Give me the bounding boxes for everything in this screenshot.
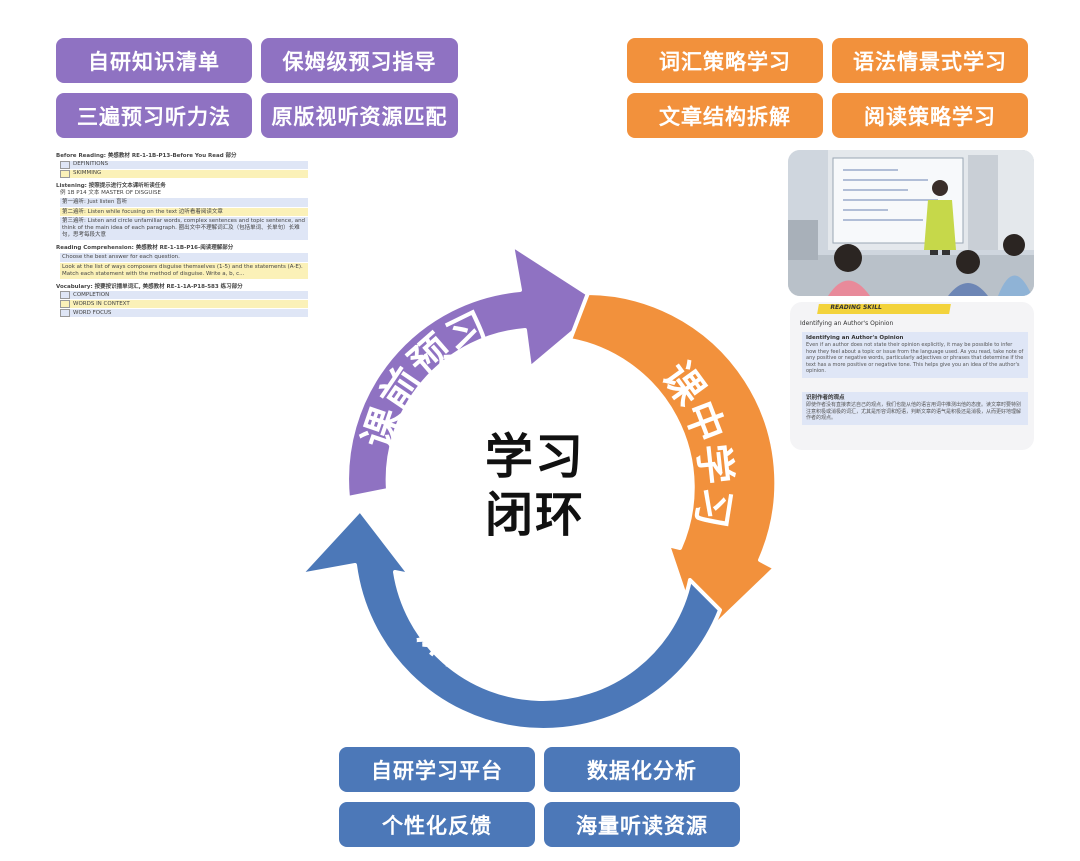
post-tag-3[interactable]: 个性化反馈 (339, 802, 535, 847)
in-tag-4[interactable]: 阅读策略学习 (832, 93, 1028, 138)
reading-skill-chinese-text: 即使作者没有直接表达自己的观点，我们也能从他的语言用词中推测出他的态度。读文章时… (806, 402, 1022, 422)
doc-paragraph: Look at the list of ways composers disgu… (60, 262, 308, 279)
doc-row: WORD FOCUS (60, 309, 308, 318)
stage-label-in: 课中学习 (653, 354, 739, 530)
preview-worksheet: Before Reading: 美感教材 RE-1-1B-P13-Before … (56, 148, 308, 360)
doc-paragraph: 第三遍听: Listen and circle unfamiliar words… (60, 217, 308, 240)
doc-paragraph: Choose the best answer for each question… (60, 252, 308, 262)
doc-section-before-reading: Before Reading: 美感教材 RE-1-1B-P13-Before … (56, 153, 237, 159)
post-tag-1[interactable]: 自研学习平台 (339, 747, 535, 792)
pre-tag-4[interactable]: 原版视听资源匹配 (261, 93, 458, 138)
center-title: 学习 闭环 (465, 428, 605, 544)
classroom-photo (788, 150, 1034, 296)
reading-skill-header: READING SKILL (817, 304, 951, 314)
reading-skill-english-block: Identifying an Author's Opinion Even if … (802, 332, 1028, 378)
doc-row: COMPLETION (60, 291, 308, 300)
in-tag-1[interactable]: 词汇策略学习 (627, 38, 823, 83)
doc-row: SKIMMING (60, 169, 308, 178)
classroom-photo-illustration (788, 150, 1034, 296)
in-tag-2[interactable]: 语法情景式学习 (832, 38, 1028, 83)
doc-section-listening: Listening: 按照提示进行文本课听听读任务 (56, 182, 166, 189)
doc-paragraph: 第一遍听: Just listen 盲听 (60, 197, 308, 207)
post-tag-2[interactable]: 数据化分析 (544, 747, 740, 792)
reading-skill-card: READING SKILL Identifying an Author's Op… (790, 302, 1034, 450)
doc-row: WORDS IN CONTEXT (60, 300, 308, 309)
pre-tag-2[interactable]: 保姆级预习指导 (261, 38, 458, 83)
center-title-line-1: 学习 (484, 429, 585, 485)
doc-row: DEFINITIONS (60, 160, 308, 169)
reading-skill-english-text: Even if an author does not state their o… (806, 342, 1024, 375)
doc-section-reading: Reading Comprehension: 美感教材 RE-1-1B-P16-… (56, 245, 234, 251)
reading-skill-title: Identifying an Author's Opinion (800, 320, 894, 327)
reading-skill-chinese-heading: 识别作者的观点 (806, 395, 845, 401)
doc-subtitle: 例 1B P14 文本 MASTER OF DISGUISE (60, 189, 161, 196)
stage-label-post: 课后复习 (407, 608, 562, 694)
pre-tag-1[interactable]: 自研知识清单 (56, 38, 252, 83)
in-tag-3[interactable]: 文章结构拆解 (627, 93, 823, 138)
doc-section-vocabulary: Vocabulary: 按要按识播单词汇, 美感教材 RE-1-1A-P18-5… (56, 283, 243, 290)
pre-tag-3[interactable]: 三遍预习听力法 (56, 93, 252, 138)
center-title-line-2: 闭环 (484, 487, 585, 543)
doc-paragraph: 第二遍听: Listen while focusing on the text … (60, 207, 308, 217)
post-tag-4[interactable]: 海量听读资源 (544, 802, 740, 847)
reading-skill-chinese-block: 识别作者的观点 即使作者没有直接表达自己的观点，我们也能从他的语言用词中推测出他… (802, 392, 1028, 425)
reading-skill-english-heading: Identifying an Author's Opinion (806, 335, 904, 341)
